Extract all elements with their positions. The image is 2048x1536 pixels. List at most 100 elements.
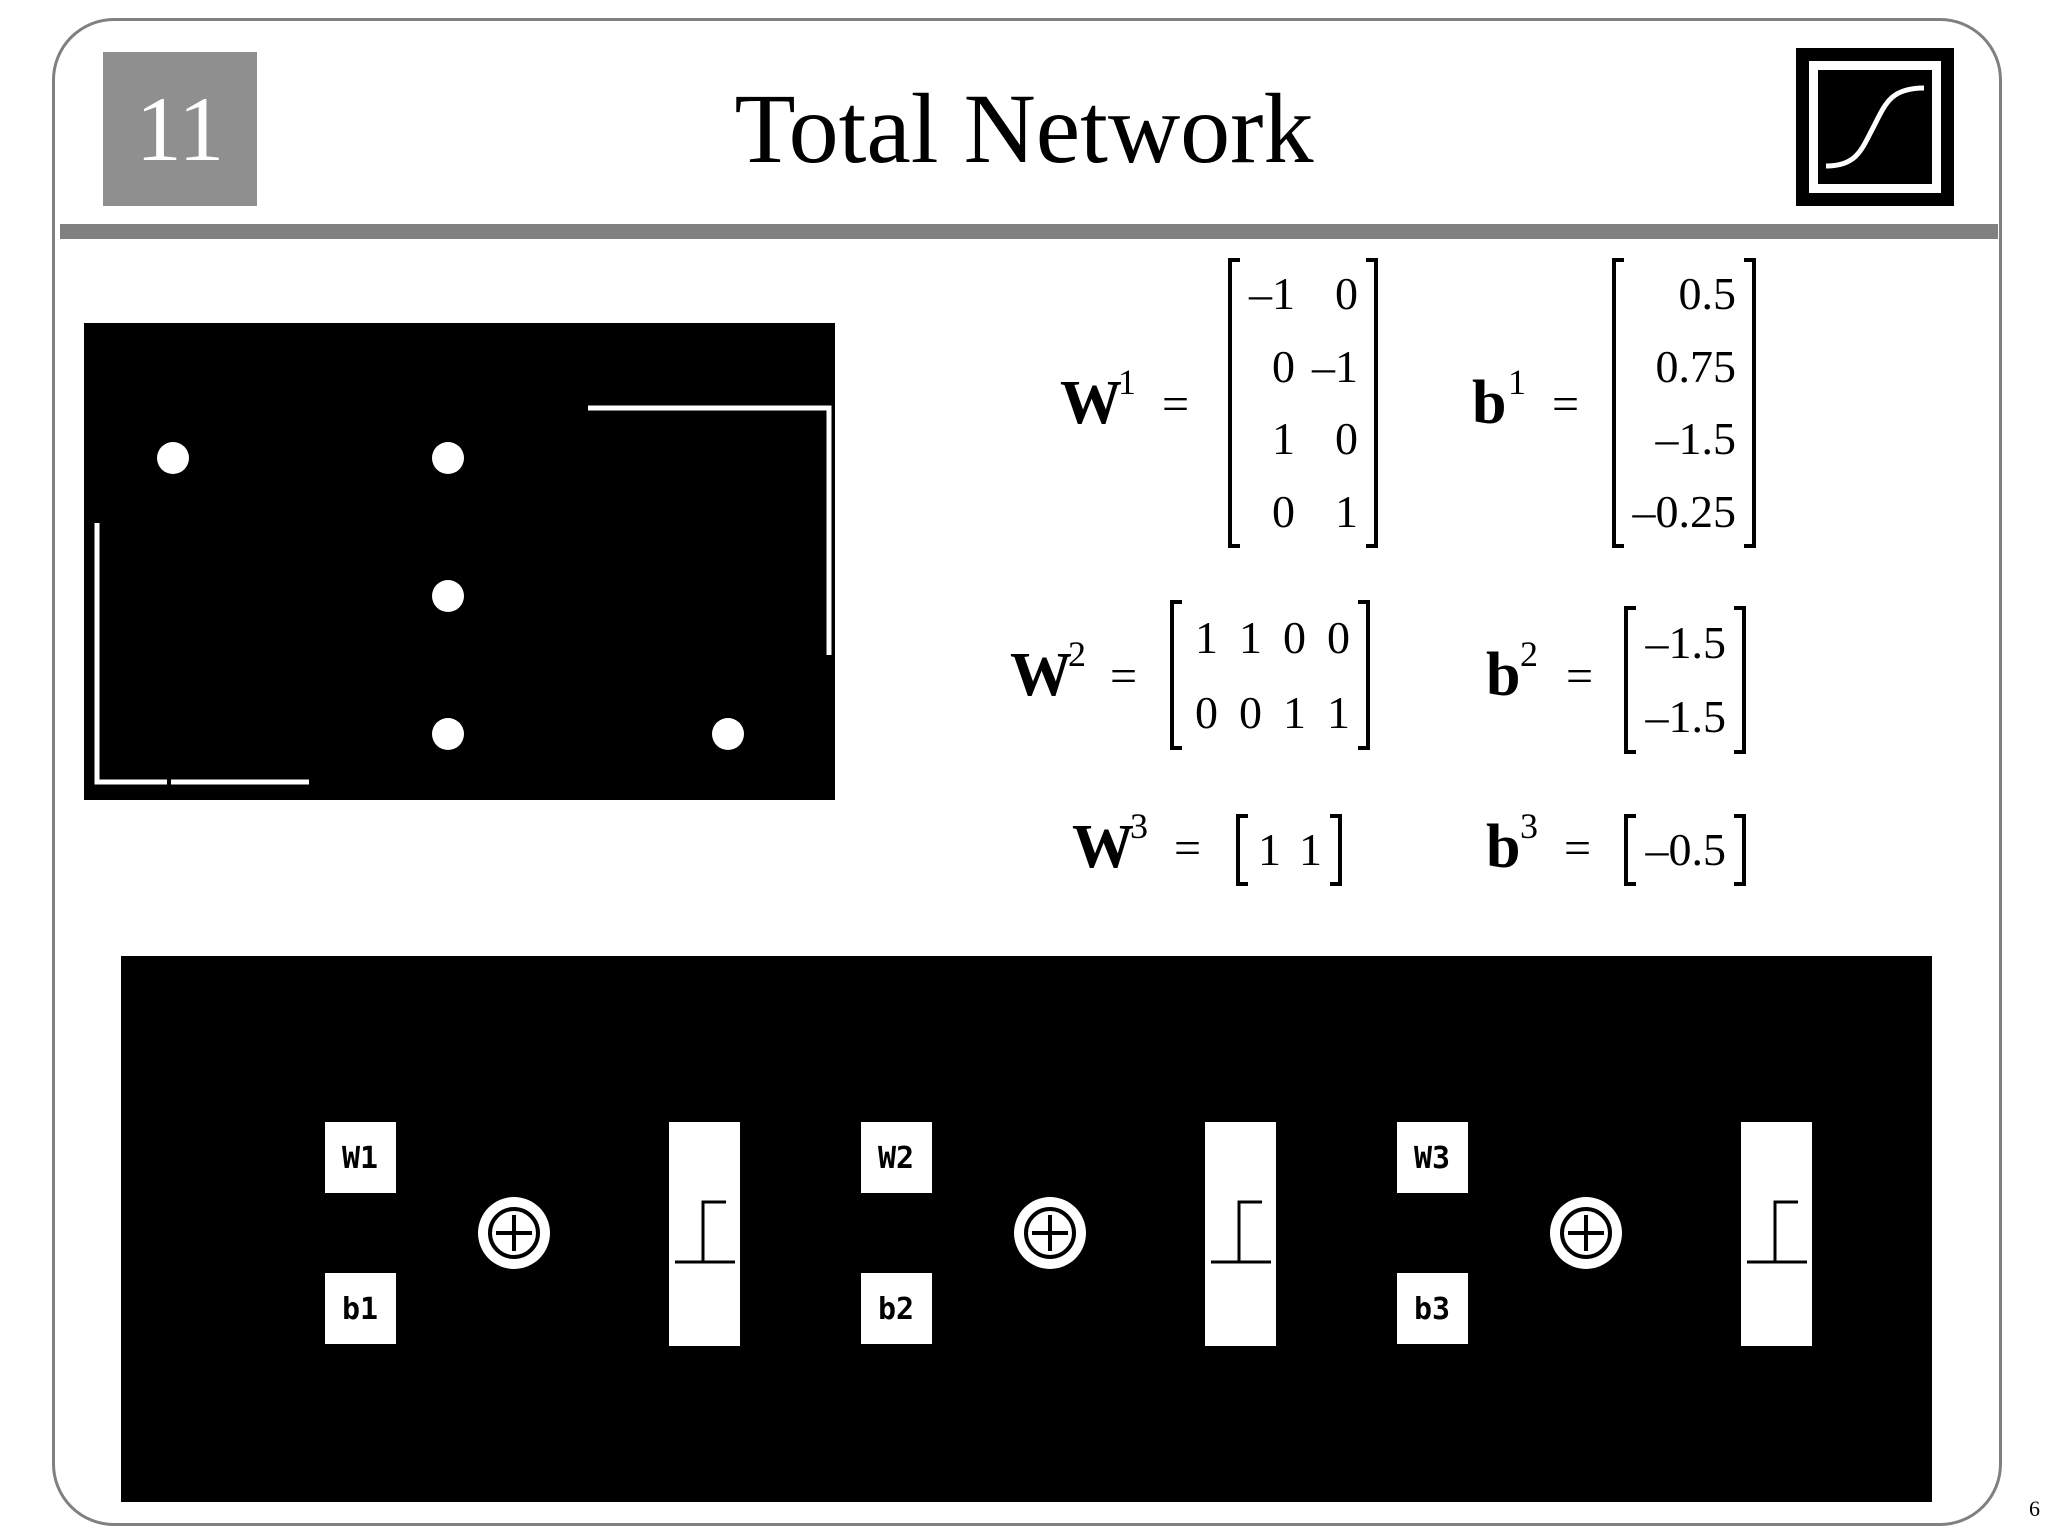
layer-2: W2 b2	[861, 1122, 1276, 1346]
weight-block-2	[861, 1122, 932, 1193]
layer-1: W1 b1	[325, 1122, 740, 1346]
b3-superscript: 3	[1520, 806, 1538, 846]
matrix-cell: –0.5	[1645, 824, 1727, 875]
weight-label-1: W1	[342, 1141, 378, 1176]
plot-point	[432, 442, 464, 474]
b3-matrix: –0.5	[1624, 814, 1746, 886]
layer-3: W3 b3	[1397, 1122, 1812, 1346]
bracket-right	[1734, 814, 1746, 886]
w1-symbol: W	[1060, 369, 1122, 437]
b2-symbol: b	[1486, 641, 1521, 709]
slide-frame	[52, 18, 2002, 1526]
bracket-left	[1228, 258, 1240, 548]
w2-superscript: 2	[1068, 634, 1086, 674]
w2-symbol: W	[1010, 641, 1072, 709]
matrix-cell: 1	[1283, 686, 1306, 738]
matrix-cell: 1	[1258, 824, 1281, 875]
bracket-left	[1624, 606, 1636, 754]
matrix-row: –1 0	[1240, 258, 1366, 331]
matrix-table: –1.5 –1.5	[1636, 606, 1734, 754]
b1-equals: =	[1552, 378, 1580, 431]
matrix-cell: 0	[1327, 611, 1350, 663]
matrix-cell: –1	[1249, 268, 1295, 320]
sigmoid-logo-icon	[1796, 48, 1954, 206]
weight-block-3	[1397, 1122, 1468, 1193]
matrix-cell: 1	[1335, 485, 1358, 537]
matrix-row: –1.5	[1636, 680, 1734, 754]
b2-matrix: –1.5 –1.5	[1624, 606, 1746, 754]
matrix-cell: 0	[1272, 340, 1295, 392]
matrix-cell: –1.5	[1655, 413, 1737, 465]
hardlim-icon	[669, 1122, 740, 1346]
b3-equals: =	[1564, 822, 1592, 875]
b2-equals: =	[1566, 650, 1594, 703]
matrix-cell: 0	[1272, 485, 1295, 537]
bracket-right	[1366, 258, 1378, 548]
w3-equals: =	[1174, 822, 1202, 875]
matrix-cell: 1	[1272, 413, 1295, 465]
slide-title: Total Network	[734, 73, 1314, 184]
bracket-right	[1734, 606, 1746, 754]
bracket-right	[1744, 258, 1756, 548]
summer-icon	[1014, 1197, 1086, 1269]
matrix-row: 0–1	[1240, 331, 1366, 404]
matrix-cell: –1.5	[1645, 617, 1727, 668]
hardlim-icon	[1205, 1122, 1276, 1346]
matrix-cell: 0	[1283, 611, 1306, 663]
matrix-cell: 1	[1239, 611, 1262, 663]
b3-symbol: b	[1486, 813, 1521, 881]
matrix-cell: 0	[1195, 686, 1218, 738]
bracket-right	[1358, 600, 1370, 750]
b2-superscript: 2	[1520, 634, 1538, 674]
b1-superscript: 1	[1508, 362, 1526, 402]
matrix-cell: –1.5	[1645, 691, 1727, 742]
matrix-cell: 1	[1299, 824, 1322, 875]
bias-block-3	[1397, 1273, 1468, 1344]
network-diagram: W1 b1 W2 b2	[121, 956, 1932, 1502]
matrix-row: –0.25	[1624, 476, 1744, 549]
weight-label-2: W2	[878, 1141, 914, 1176]
matrix-row: –1.5	[1624, 403, 1744, 476]
weight-block-1	[325, 1122, 396, 1193]
matrix-row: –0.5	[1636, 814, 1734, 886]
w3-symbol: W	[1072, 813, 1134, 881]
bracket-right	[1330, 814, 1342, 886]
b1-matrix: 0.5 0.75 –1.5 –0.25	[1612, 258, 1756, 548]
matrix-table: 0.5 0.75 –1.5 –0.25	[1624, 258, 1744, 548]
page-number: 6	[2029, 1496, 2040, 1521]
bracket-left	[1170, 600, 1182, 750]
matrix-row: 0.5	[1624, 258, 1744, 331]
matrix-cell: 0	[1335, 268, 1358, 320]
matrix-table: –0.5	[1636, 814, 1734, 886]
bracket-left	[1236, 814, 1248, 886]
b1-symbol: b	[1472, 369, 1507, 437]
matrix-row: –1.5	[1636, 606, 1734, 680]
plot-point	[712, 718, 744, 750]
plot-point	[432, 580, 464, 612]
bias-label-2: b2	[878, 1292, 914, 1327]
bias-block-1	[325, 1273, 396, 1344]
matrix-row: 0.75	[1624, 331, 1744, 404]
w3-superscript: 3	[1130, 806, 1148, 846]
matrix-cell: 0	[1239, 686, 1262, 738]
hardlim-icon	[1741, 1122, 1812, 1346]
title-rule	[60, 224, 1998, 239]
bracket-left	[1612, 258, 1624, 548]
matrix-cell: 1	[1327, 686, 1350, 738]
summer-icon	[1550, 1197, 1622, 1269]
matrix-cell: 0	[1335, 413, 1358, 465]
w1-equals: =	[1162, 378, 1190, 431]
matrix-cell: 0.75	[1655, 340, 1737, 392]
matrix-cell: 1	[1195, 611, 1218, 663]
bias-label-3: b3	[1414, 1292, 1450, 1327]
w2-equals: =	[1110, 650, 1138, 703]
